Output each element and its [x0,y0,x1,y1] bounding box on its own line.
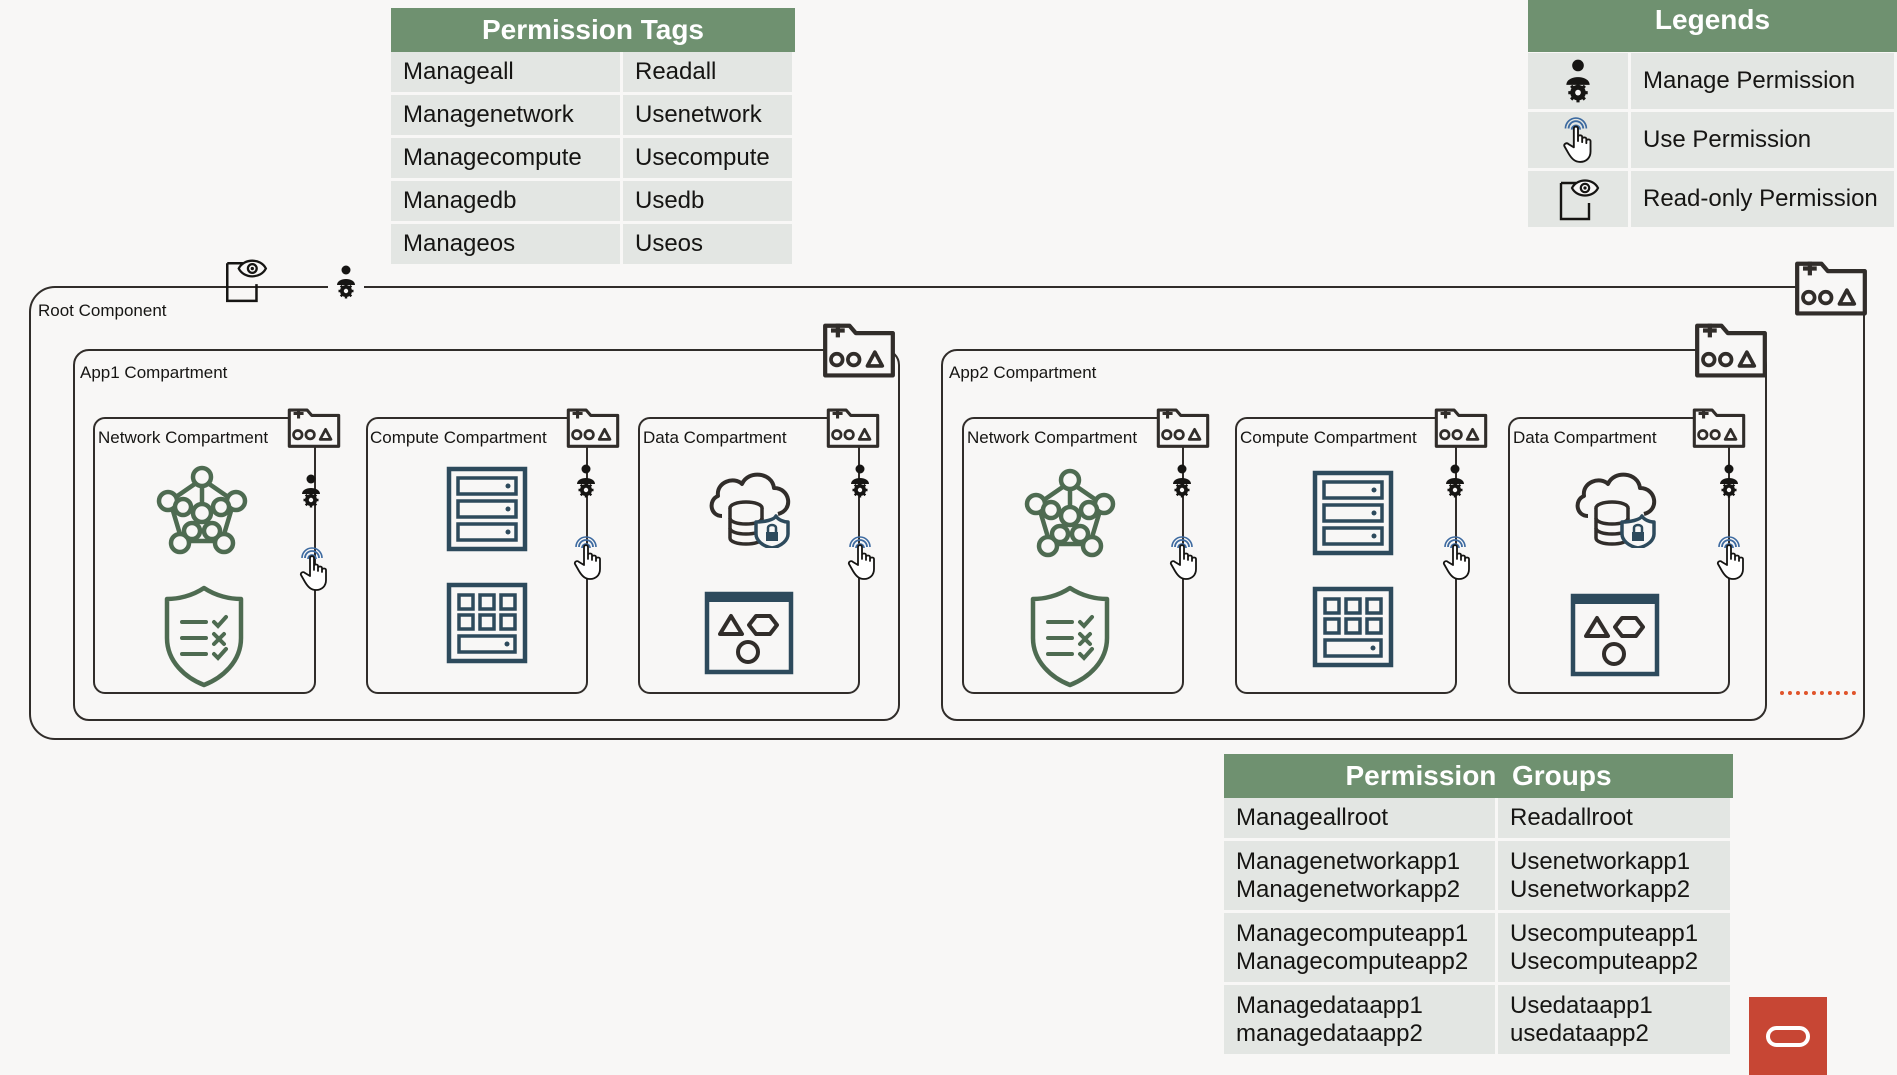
data-compartment-label: Data Compartment [643,428,787,447]
network-icon [150,465,254,561]
table-cell: Manageallroot [1224,798,1498,841]
shapes-app-icon [704,590,794,676]
server-icon [446,466,528,552]
cloud-database-icon [704,466,794,548]
app1-compartment-label: App1 Compartment [80,363,228,382]
legends-table: Manage Permission Use Permission Read-on… [1528,53,1897,230]
server-icon [1312,470,1394,556]
app2-compartment-label: App2 Compartment [949,363,1097,382]
oracle-logo [1749,997,1827,1075]
app1-compartment-box [73,349,900,721]
table-cell: Useos [623,224,795,267]
permission-tags-title: Permission Tags [391,8,795,52]
permission-tags-table: Manageall Readall Managenetwork Usenetwo… [391,52,795,267]
compute-compartment-label: Compute Compartment [1240,428,1417,448]
permission-groups-table: Manageallroot Readallroot Managenetworka… [1224,798,1733,1057]
compartment-folder-icon [287,405,341,449]
network-compartment-label: Network Compartment [98,428,269,448]
legends-title: Legends [1528,0,1897,52]
use-permission-icon [296,546,332,592]
manage-permission-icon [1717,464,1741,498]
compute-compartment-label: Compute Compartment [370,428,547,448]
table-cell: Usenetworkapp1 Usenetworkapp2 [1498,841,1733,913]
table-cell: Usecompute [623,138,795,181]
compute-grid-icon [446,582,528,664]
legend-icon-cell [1528,53,1631,112]
table-cell: Usedb [623,181,795,224]
use-permission-icon [1713,535,1749,581]
legend-icon-cell [1528,171,1631,230]
table-cell: Usecomputeapp1 Usecomputeapp2 [1498,913,1733,985]
table-cell: Managenetwork [391,95,623,138]
legend-label: Use Permission [1631,112,1897,171]
manage-permission-icon [1562,59,1594,103]
use-permission-icon [1166,535,1202,581]
legend-icon-cell [1528,112,1631,171]
manage-permission-icon [334,265,358,299]
table-cell: Readall [623,52,795,95]
use-permission-icon [1559,116,1597,164]
root-component-box [29,286,1865,740]
compartment-folder-icon [1692,405,1746,449]
legend-label: Manage Permission [1631,53,1897,112]
read-only-permission-icon [222,256,268,304]
continuation-dotted-line [1780,691,1856,695]
manage-permission-icon [1170,464,1194,498]
manage-permission-icon [574,464,598,498]
use-permission-icon [844,535,880,581]
table-cell: Managecomputeapp1 Managecomputeapp2 [1224,913,1498,985]
compartment-folder-icon [1794,256,1868,318]
use-permission-icon [1439,535,1475,581]
network-compartment-label: Network Compartment [967,428,1138,448]
app2-compartment-box [941,349,1767,721]
table-cell: Usenetwork [623,95,795,138]
cloud-database-icon [1570,466,1660,548]
table-cell: Managecompute [391,138,623,181]
table-cell: Manageos [391,224,623,267]
compartment-folder-icon [1434,405,1488,449]
shapes-app-icon [1570,592,1660,678]
manage-permission-icon [848,464,872,498]
table-cell: Usedataapp1 usedataapp2 [1498,985,1733,1057]
security-shield-icon [1028,584,1112,688]
table-cell: Manageall [391,52,623,95]
compartment-folder-icon [566,405,620,449]
compartment-folder-icon [1694,319,1768,379]
read-only-permission-icon [1556,176,1600,222]
manage-permission-icon [299,474,323,508]
table-cell: Managedb [391,181,623,224]
use-permission-icon [570,535,606,581]
root-component-label: Root Component [38,301,167,320]
compute-grid-icon [1312,586,1394,668]
network-icon [1018,468,1122,564]
compartment-folder-icon [826,405,880,449]
data-compartment-label: Data Compartment [1513,428,1657,447]
permission-groups-title: Permission Groups [1224,754,1733,798]
legend-label: Read-only Permission [1631,171,1897,230]
table-cell: Readallroot [1498,798,1733,841]
table-cell: Managenetworkapp1 Managenetworkapp2 [1224,841,1498,913]
compartment-folder-icon [1156,405,1210,449]
table-cell: Managedataapp1 managedataapp2 [1224,985,1498,1057]
security-shield-icon [162,584,246,688]
connector-line [266,286,328,288]
manage-permission-icon [1443,464,1467,498]
compartment-folder-icon [822,319,896,379]
